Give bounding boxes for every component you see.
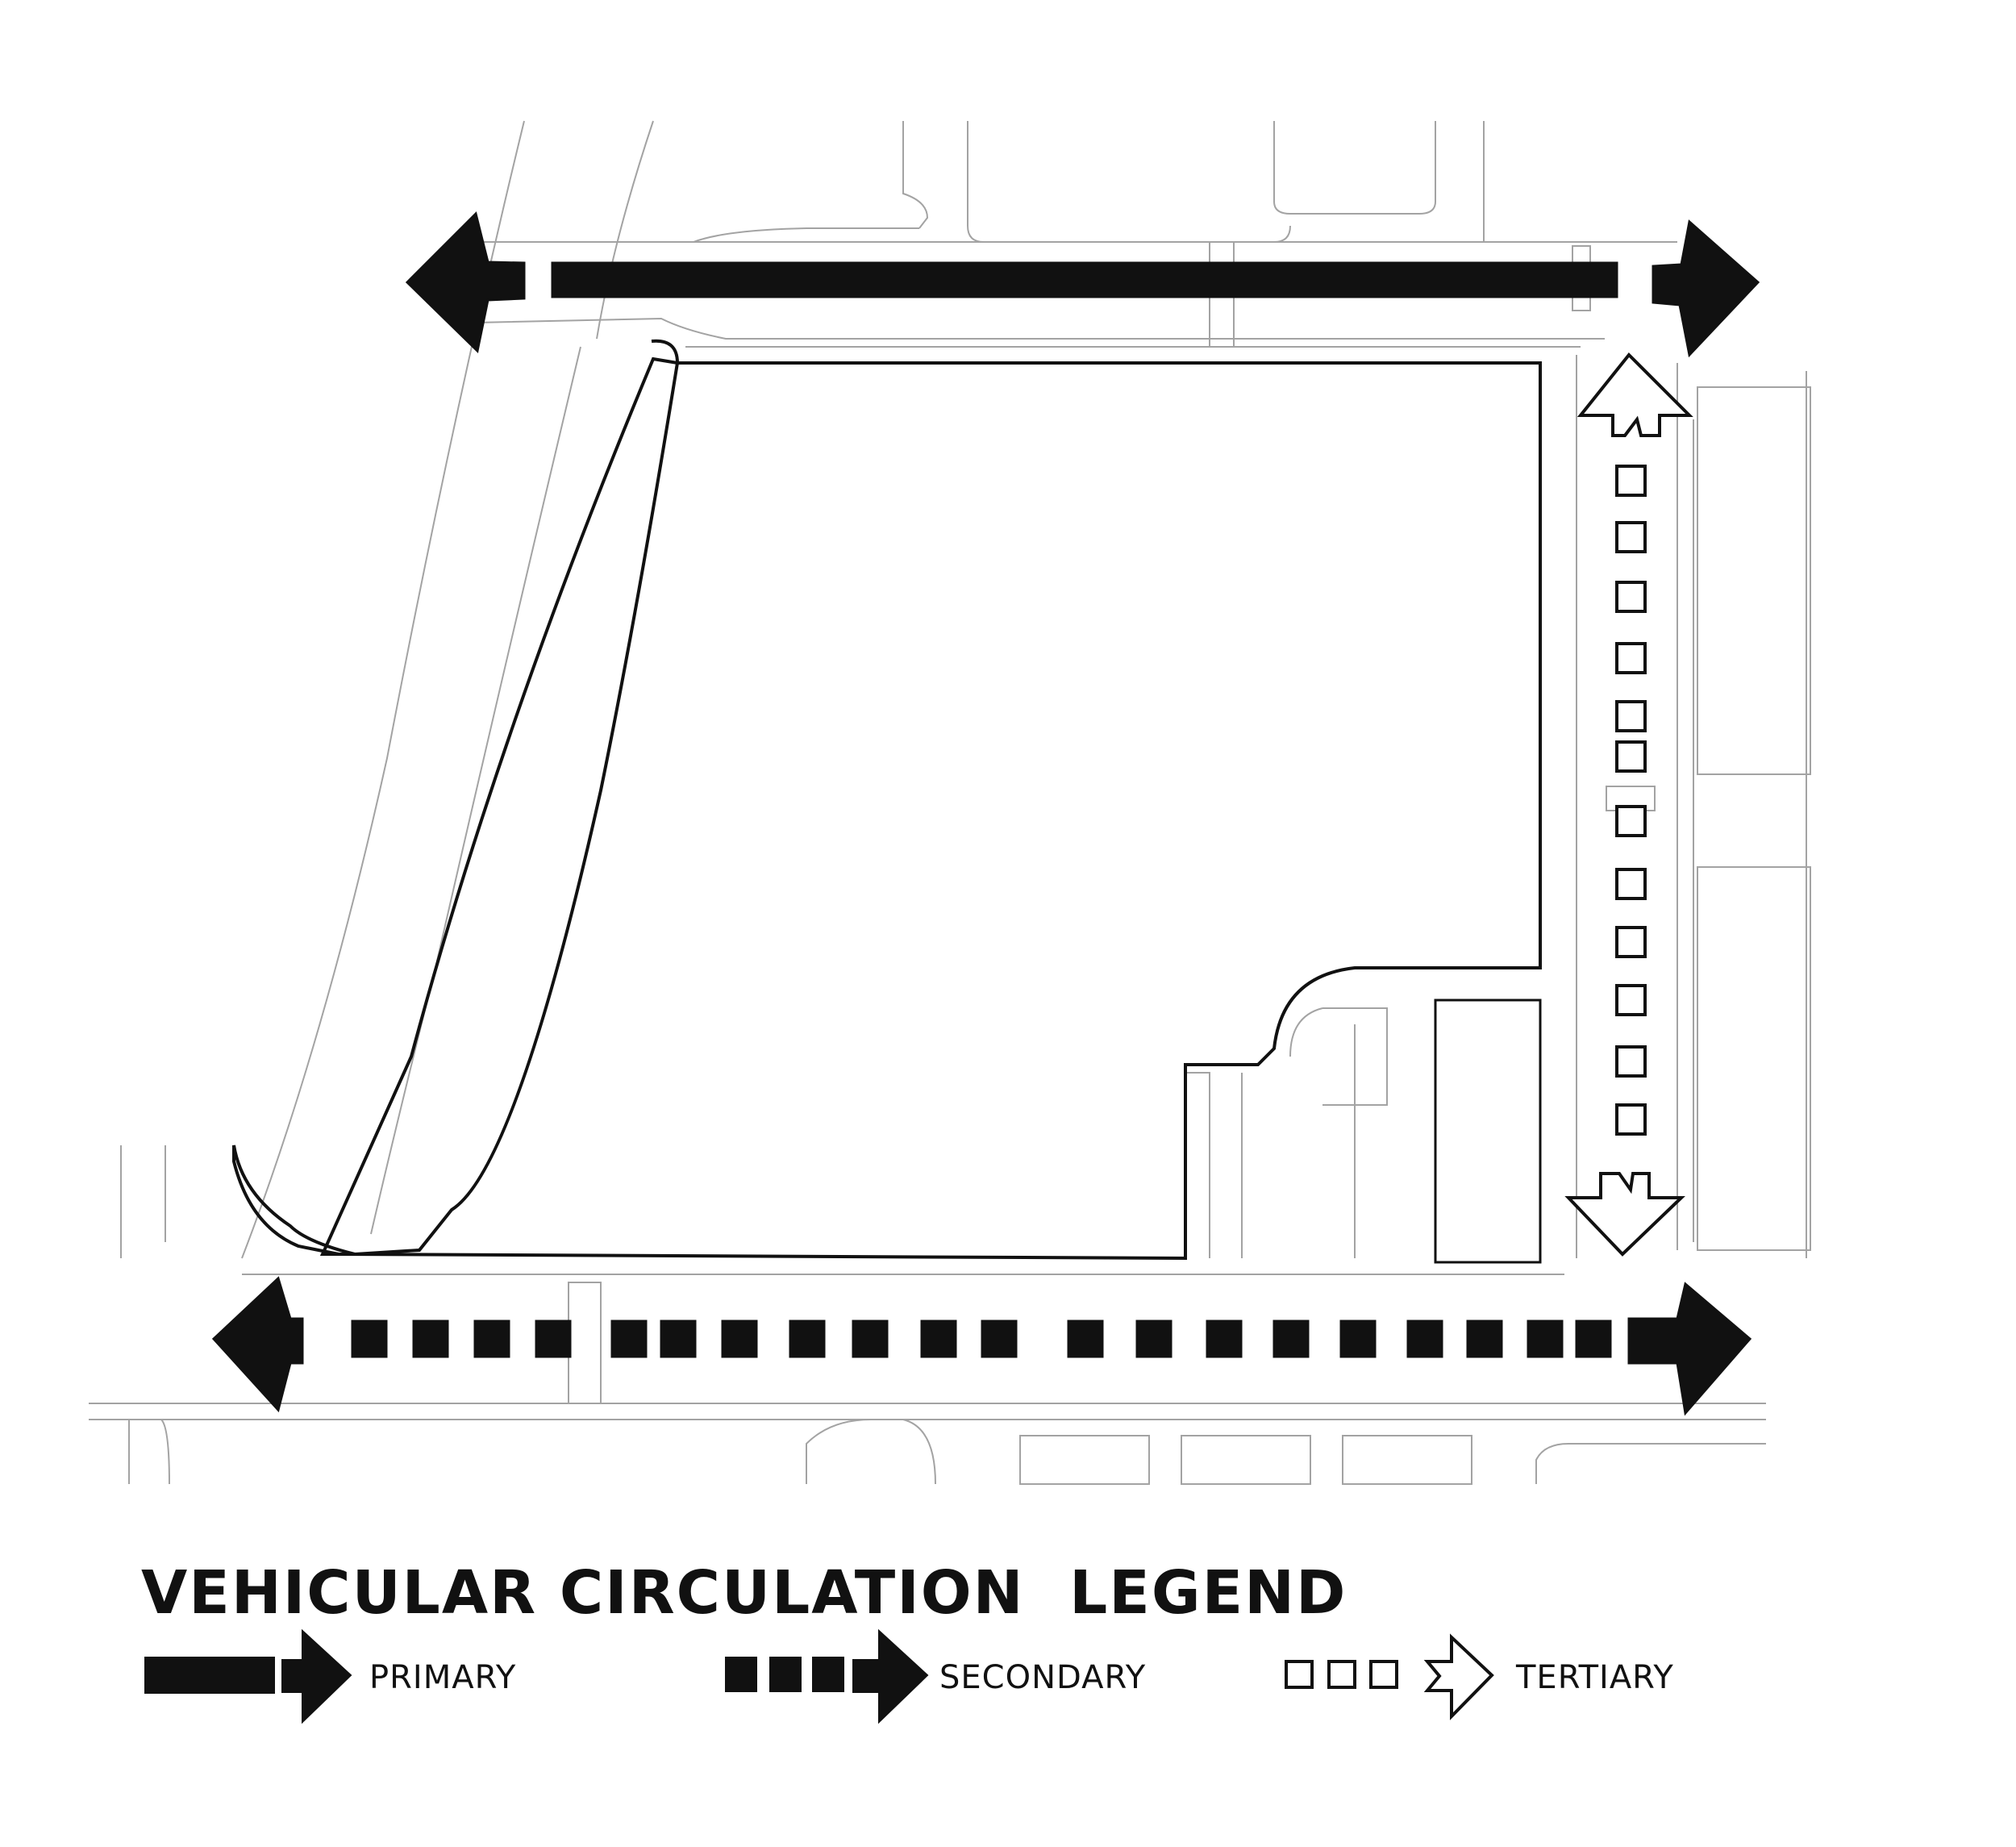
south-west-block	[128, 1419, 170, 1485]
primary-route-arrow-east	[1652, 219, 1760, 358]
south-building-4	[1342, 1435, 1472, 1485]
tertiary-dash-9	[1615, 926, 1647, 958]
secondary-dash-1	[351, 1320, 388, 1358]
secondary-dash-15	[1272, 1320, 1310, 1358]
tertiary-route-arrow-north	[1577, 352, 1693, 437]
south-boundary-bump	[1434, 999, 1542, 1264]
south-building-3	[1181, 1435, 1311, 1485]
tertiary-dash-1	[1615, 465, 1647, 497]
west-curved-edge-mid	[596, 120, 654, 340]
west-curved-edge-inner	[370, 346, 581, 1235]
south-building-2	[1019, 1435, 1150, 1485]
north-street-edge-lower	[475, 317, 1605, 340]
legend-secondary-label: SECONDARY	[939, 1659, 1146, 1696]
site-boundary	[319, 356, 1542, 1261]
legend-primary-label: PRIMARY	[369, 1659, 516, 1696]
tertiary-dash-12	[1615, 1103, 1647, 1136]
tertiary-route-east	[1564, 352, 1693, 1257]
secondary-dash-16	[1339, 1320, 1377, 1358]
primary-route-arrow-west	[405, 211, 526, 353]
secondary-dash-20	[1575, 1320, 1612, 1358]
tertiary-dash-10	[1615, 984, 1647, 1016]
secondary-dash-18	[1466, 1320, 1503, 1358]
legend: VEHICULAR CIRCULATION LEGEND PRIMARY SEC…	[141, 1558, 1674, 1724]
secondary-dash-2	[412, 1320, 449, 1358]
river-edge	[232, 339, 680, 1257]
north-building-2	[1273, 121, 1436, 215]
tertiary-dash-6	[1615, 740, 1647, 773]
secondary-dash-19	[1527, 1320, 1564, 1358]
legend-tertiary-symbol	[1285, 1633, 1494, 1720]
tertiary-dash-7	[1615, 805, 1647, 837]
secondary-dash-17	[1406, 1320, 1443, 1358]
south-crosswalk	[568, 1282, 602, 1404]
secondary-dash-12	[1067, 1320, 1104, 1358]
secondary-dash-5	[610, 1320, 648, 1358]
south-building-5	[1535, 1443, 1766, 1484]
secondary-dash-8	[789, 1320, 826, 1358]
north-building-1	[967, 121, 1291, 243]
site-base-plan	[89, 120, 1811, 1485]
secondary-dash-13	[1135, 1320, 1173, 1358]
secondary-route-south	[211, 1276, 1752, 1416]
secondary-dash-6	[660, 1320, 697, 1358]
south-building-1	[806, 1419, 936, 1485]
north-building-4	[902, 121, 929, 229]
secondary-route-arrow-west	[211, 1276, 304, 1413]
tertiary-dash-8	[1615, 868, 1647, 900]
legend-primary-symbol	[144, 1628, 352, 1724]
interior-lot-edge-5	[1289, 1007, 1323, 1057]
north-street-median	[693, 227, 919, 243]
legend-title: VEHICULAR CIRCULATION LEGEND	[141, 1558, 1347, 1628]
tertiary-dash-11	[1615, 1045, 1647, 1078]
tertiary-dash-5	[1615, 700, 1647, 732]
tertiary-dash-4	[1615, 642, 1647, 674]
secondary-dash-14	[1206, 1320, 1243, 1358]
tertiary-route-arrow-south	[1564, 1172, 1685, 1257]
west-street-edge	[120, 1145, 166, 1258]
interior-lot-edge-2	[1322, 1007, 1388, 1106]
east-building-2	[1697, 866, 1811, 1251]
secondary-dash-3	[473, 1320, 510, 1358]
secondary-dash-4	[535, 1320, 572, 1358]
secondary-dash-7	[721, 1320, 758, 1358]
tertiary-dash-3	[1615, 581, 1647, 613]
secondary-dash-10	[920, 1320, 957, 1358]
legend-tertiary-label: TERTIARY	[1515, 1659, 1674, 1696]
east-building-1	[1697, 386, 1811, 775]
legend-secondary-symbol	[725, 1628, 929, 1724]
interior-lot-edge-4	[1185, 1072, 1210, 1258]
tertiary-dash-2	[1615, 521, 1647, 553]
primary-route-north	[405, 211, 1760, 358]
secondary-dash-9	[852, 1320, 889, 1358]
secondary-route-arrow-east	[1627, 1282, 1752, 1416]
primary-route-bar	[551, 261, 1618, 298]
secondary-dash-11	[981, 1320, 1018, 1358]
